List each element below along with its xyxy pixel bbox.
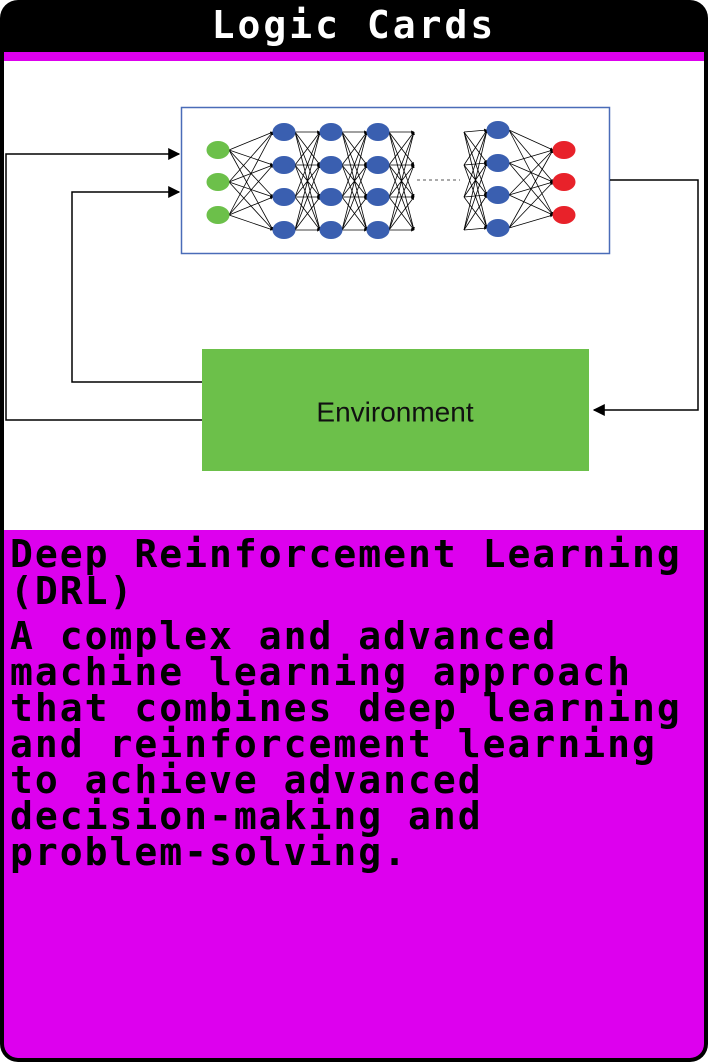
network-edge xyxy=(228,214,274,231)
network-edge xyxy=(508,149,554,164)
card-title: Logic Cards xyxy=(211,3,497,47)
term-info-panel: Deep Reinforcement Learning (DRL) A comp… xyxy=(4,530,704,1058)
hidden-node xyxy=(486,219,510,237)
network-edge xyxy=(294,164,321,231)
action-arrow xyxy=(592,179,699,416)
output-node xyxy=(552,173,576,191)
network-edge xyxy=(228,131,274,151)
hidden-node xyxy=(319,123,343,141)
neural-network-connections xyxy=(228,128,554,232)
hidden-node xyxy=(272,156,296,174)
network-edge xyxy=(508,129,554,151)
hidden-node xyxy=(366,123,390,141)
environment-label: Environment xyxy=(316,396,473,427)
network-edge xyxy=(508,149,554,196)
network-edge xyxy=(463,131,488,164)
network-edge xyxy=(341,164,368,231)
drl-diagram: Environment xyxy=(4,61,704,530)
network-edge xyxy=(388,131,415,231)
network-edge xyxy=(388,131,415,166)
neural-network-nodes xyxy=(206,121,576,239)
drl-diagram-svg: Environment xyxy=(5,106,699,471)
hidden-node xyxy=(366,221,390,239)
network-edge xyxy=(463,128,488,133)
network-edge xyxy=(388,196,415,231)
output-node xyxy=(552,141,576,159)
network-edge xyxy=(463,131,488,229)
hidden-node xyxy=(486,121,510,139)
network-edge xyxy=(388,164,415,231)
network-edge xyxy=(508,149,554,229)
network-edge xyxy=(294,196,321,231)
hidden-node xyxy=(272,221,296,239)
network-edge xyxy=(463,226,488,231)
reward-arrow xyxy=(71,186,202,383)
network-edge xyxy=(294,131,321,198)
hidden-node xyxy=(272,188,296,206)
network-edge xyxy=(508,181,554,229)
title-accent-strip xyxy=(4,52,704,61)
network-edge xyxy=(463,164,488,229)
term-name: Deep Reinforcement Learning (DRL) xyxy=(10,532,682,613)
state-arrow xyxy=(5,148,202,421)
network-edge xyxy=(508,129,554,183)
network-edge xyxy=(341,131,368,198)
network-edge xyxy=(341,196,368,231)
network-edge xyxy=(463,196,488,229)
network-edge xyxy=(508,214,554,229)
network-edge xyxy=(341,131,368,231)
hidden-node xyxy=(486,186,510,204)
network-edge xyxy=(294,131,321,166)
input-node xyxy=(206,141,230,159)
hidden-node xyxy=(366,188,390,206)
hidden-node xyxy=(486,154,510,172)
hidden-node xyxy=(272,123,296,141)
hidden-node xyxy=(366,156,390,174)
hidden-node xyxy=(319,221,343,239)
environment-box xyxy=(202,349,589,471)
network-edge xyxy=(228,196,274,216)
network-edge xyxy=(463,131,488,196)
hidden-node xyxy=(319,188,343,206)
input-node xyxy=(206,173,230,191)
network-edge xyxy=(341,131,368,166)
network-edge xyxy=(388,131,415,198)
network-edge xyxy=(228,131,274,183)
output-node xyxy=(552,206,576,224)
network-edge xyxy=(228,131,274,216)
term-description: A complex and advanced machine learning … xyxy=(10,614,682,874)
hidden-node xyxy=(319,156,343,174)
network-edge xyxy=(294,131,321,231)
input-node xyxy=(206,206,230,224)
network-edge xyxy=(228,164,274,216)
